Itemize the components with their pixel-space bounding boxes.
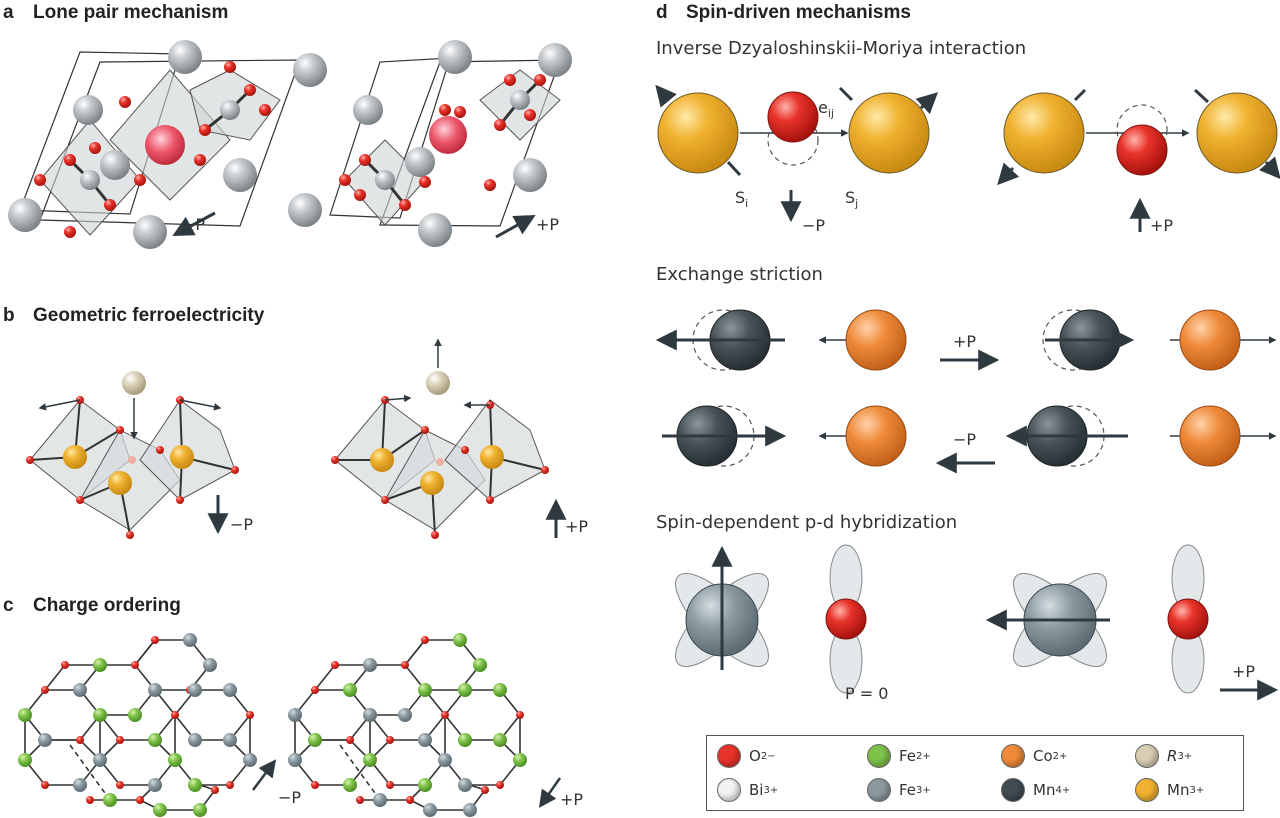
- pd-right-group: [985, 544, 1209, 694]
- eij-base: e: [818, 98, 828, 117]
- dm-right-group: [997, 88, 1280, 186]
- legend-label: Co: [1033, 747, 1053, 765]
- panel-c-ions-right: [288, 633, 527, 817]
- panel-d-title-text: Spin-driven mechanisms: [686, 2, 911, 23]
- legend-label: O: [749, 747, 761, 765]
- exchange-row-1: [655, 309, 1277, 371]
- legend-charge: 2−: [760, 750, 776, 762]
- eij-sub: ij: [827, 107, 834, 121]
- spin-label-si: Si: [735, 188, 748, 210]
- panel-c-minus-p-label: −P: [278, 788, 302, 807]
- legend-swatch: [717, 778, 741, 802]
- panel-c-ions-left: [18, 633, 257, 817]
- panel-a-plus-p-label: +P: [536, 215, 560, 234]
- dm-section-title: Inverse Dzyaloshinskii-Moriya interactio…: [656, 38, 1027, 59]
- panel-c-arrow-minus-p: [252, 759, 277, 791]
- pd-section-title: Spin-dependent p-d hybridization: [656, 512, 958, 533]
- panel-b-plus-p-label: +P: [565, 517, 589, 536]
- legend-swatch: [1001, 744, 1025, 768]
- legend-charge: 3+: [916, 784, 931, 796]
- legend-swatch: [867, 778, 891, 802]
- panel-a-minus-p-label: −P: [182, 215, 206, 234]
- panel-a-letter: a: [3, 2, 14, 23]
- pd-plus-p-label: +P: [1232, 662, 1256, 681]
- legend-charge: 2+: [1052, 750, 1068, 762]
- panel-b-minus-p-label: −P: [230, 515, 254, 534]
- panel-b-letter: b: [3, 305, 15, 326]
- legend-label: R: [1167, 747, 1178, 765]
- legend-label: Bi: [749, 781, 764, 799]
- panel-a-title-text: Lone pair mechanism: [33, 2, 229, 23]
- panel-a-structure-right: [288, 40, 572, 247]
- bond-label-eij: eij: [818, 98, 834, 120]
- legend-label: Mn: [1167, 781, 1190, 799]
- legend-label: Fe: [899, 747, 917, 765]
- legend-swatch: [717, 744, 741, 768]
- legend-charge: 3+: [763, 784, 779, 796]
- legend-charge: 3+: [1189, 784, 1205, 796]
- legend-swatch: [1135, 744, 1159, 768]
- legend-label: Mn: [1033, 781, 1056, 799]
- panel-c-title: c Charge ordering: [3, 595, 181, 617]
- panel-a-title: a Lone pair mechanism: [3, 2, 228, 24]
- exchange-plus-p-label: +P: [953, 332, 977, 351]
- panel-c-letter: c: [3, 595, 14, 616]
- panel-b-structure-right: [331, 338, 549, 539]
- panel-a-arrow-plus-p: [495, 214, 536, 239]
- pd-p-zero-label: P = 0: [845, 684, 889, 703]
- dm-minus-p-label: −P: [802, 216, 826, 235]
- panel-a-structure-left: [8, 40, 327, 249]
- exchange-minus-p-label: −P: [953, 430, 977, 449]
- spin-si-base: S: [735, 188, 746, 207]
- exchange-row-2: [662, 405, 1277, 467]
- panel-d-title: d Spin-driven mechanisms: [656, 2, 911, 24]
- panel-b-title-text: Geometric ferroelectricity: [33, 305, 265, 326]
- spin-sj-base: S: [845, 188, 856, 207]
- panel-c-plus-p-label: +P: [560, 790, 584, 809]
- panel-a-arrow-minus-p: [172, 211, 216, 236]
- pd-left-group: [674, 544, 867, 694]
- panel-c-title-text: Charge ordering: [33, 595, 181, 616]
- panel-b-title: b Geometric ferroelectricity: [3, 305, 264, 327]
- legend-charge: 3+: [1177, 750, 1193, 762]
- spin-sj-sub: j: [855, 197, 859, 211]
- legend-swatch: [1135, 778, 1159, 802]
- spin-si-sub: i: [745, 197, 749, 211]
- legend-charge: 2+: [916, 750, 931, 762]
- dm-plus-p-label: +P: [1150, 216, 1174, 235]
- dm-left-group: [655, 84, 939, 177]
- legend-swatch: [1001, 778, 1025, 802]
- spin-label-sj: Sj: [845, 188, 858, 210]
- exchange-section-title: Exchange striction: [656, 264, 823, 285]
- legend-swatch: [867, 744, 891, 768]
- legend-charge: 4+: [1055, 784, 1071, 796]
- panel-d-letter: d: [656, 2, 668, 23]
- legend-label: Fe: [899, 781, 917, 799]
- panel-b-structure-left: [26, 371, 239, 539]
- panel-c-arrow-plus-p: [538, 777, 562, 808]
